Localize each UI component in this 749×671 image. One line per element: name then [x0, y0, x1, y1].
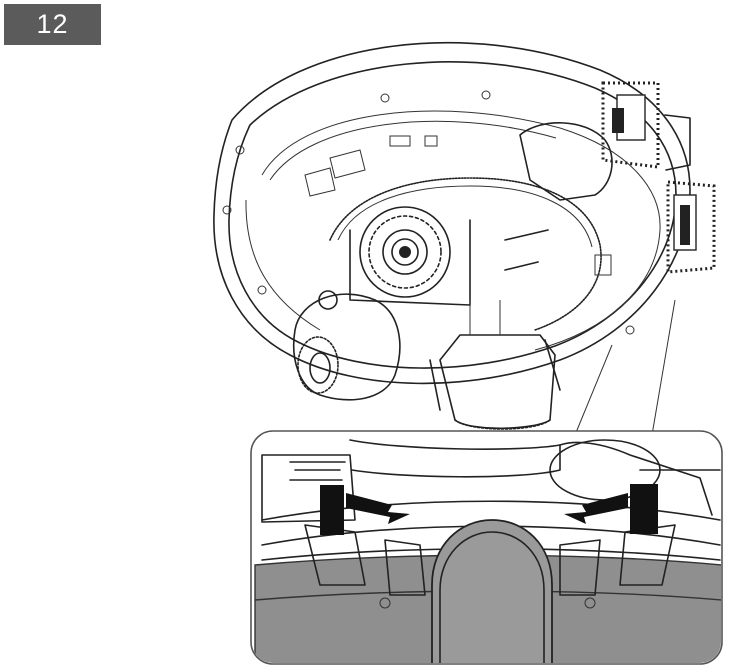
left-latch-block — [320, 485, 344, 535]
camera-housing — [213, 41, 691, 385]
internal-details — [304, 122, 613, 276]
gear-ring — [329, 177, 602, 331]
left-insert-arrow — [346, 493, 410, 524]
right-latch-block — [630, 484, 658, 534]
latch-callouts — [601, 81, 716, 274]
detail-leader-lines — [574, 299, 676, 436]
right-insert-arrow — [564, 493, 628, 524]
lens-module-left — [292, 290, 401, 401]
lens-module-center — [349, 206, 471, 306]
latch-insertion-detail — [250, 430, 723, 665]
step-number-badge: 12 — [4, 4, 101, 45]
lens-module-bottom — [429, 300, 561, 430]
